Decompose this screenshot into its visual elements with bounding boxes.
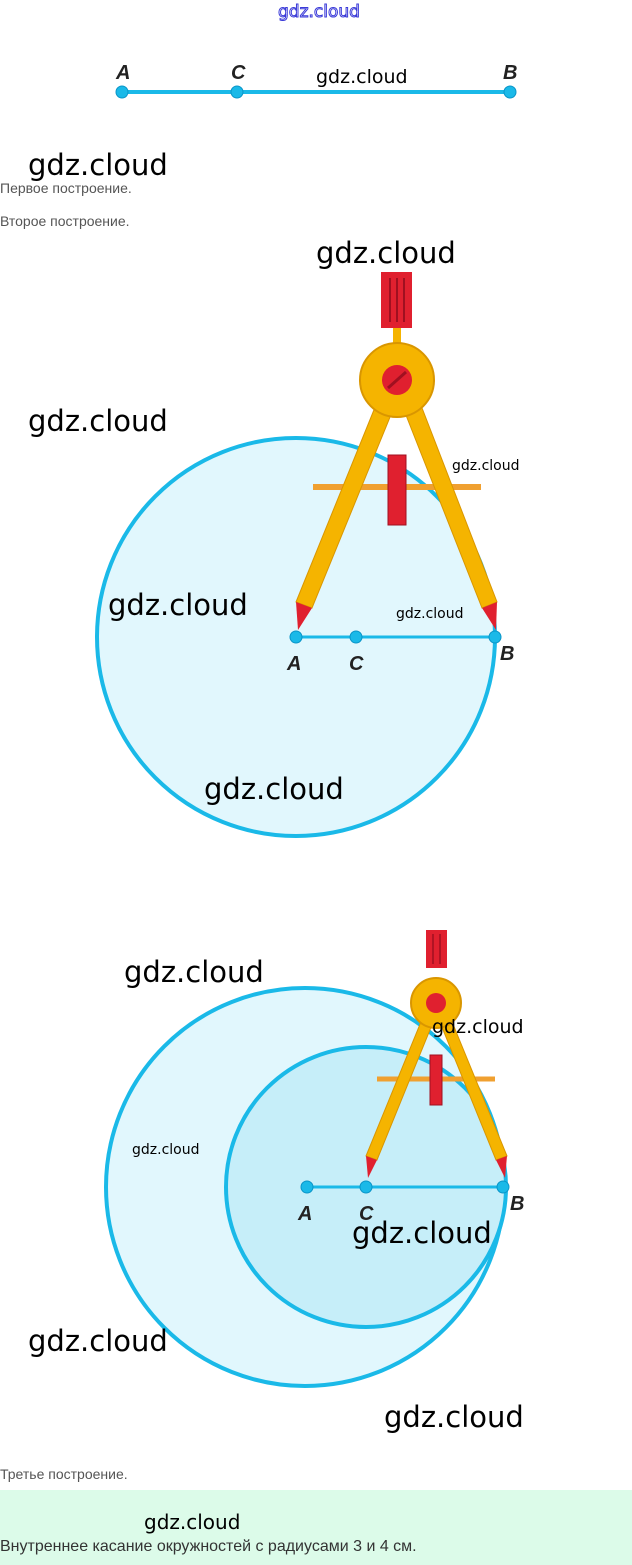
watermark-top: gdz.cloud — [278, 2, 361, 23]
answer-note: gdz.cloud Внутреннее касание окружностей… — [0, 1490, 632, 1565]
point-b — [488, 630, 502, 644]
watermark: gdz.cloud — [28, 148, 168, 182]
compass-icon — [365, 930, 508, 1178]
compass-icon — [295, 272, 498, 630]
watermark: gdz.cloud — [316, 66, 408, 88]
watermark: gdz.cloud — [28, 404, 168, 438]
point-b — [503, 85, 517, 99]
point-a — [115, 85, 129, 99]
watermark: gdz.cloud — [384, 1400, 524, 1434]
point-a — [300, 1180, 314, 1194]
point-a — [289, 630, 303, 644]
watermark: gdz.cloud — [396, 606, 464, 622]
label-c: C — [231, 62, 246, 84]
point-b — [496, 1180, 510, 1194]
caption-second: Второе построение. — [0, 213, 130, 229]
watermark: gdz.cloud — [132, 1142, 200, 1158]
note-text: Внутреннее касание окружностей с радиуса… — [0, 1538, 417, 1555]
figure-segment: A C B — [115, 62, 517, 99]
watermark: gdz.cloud — [144, 1510, 241, 1534]
watermark: gdz.cloud — [452, 458, 520, 474]
label-a: A — [286, 653, 301, 675]
point-c — [230, 85, 244, 99]
watermark: gdz.cloud — [432, 1016, 524, 1038]
label-b: B — [503, 62, 517, 84]
label-b: B — [500, 643, 514, 665]
point-c — [349, 630, 363, 644]
figure-second-construction: A C B — [95, 272, 514, 838]
watermark: gdz.cloud — [124, 955, 264, 989]
label-a: A — [297, 1203, 312, 1225]
watermark: gdz.cloud — [108, 588, 248, 622]
label-c: C — [349, 653, 364, 675]
label-a: A — [115, 62, 130, 84]
watermark: gdz.cloud — [28, 1324, 168, 1358]
caption-first: Первое построение. — [0, 180, 132, 196]
figure-third-construction: A C B — [104, 930, 524, 1388]
label-b: B — [510, 1193, 524, 1215]
watermark: gdz.cloud — [204, 772, 344, 806]
label-c: C — [359, 1203, 374, 1225]
watermark: gdz.cloud — [352, 1216, 492, 1250]
watermark: gdz.cloud — [316, 236, 456, 270]
point-c — [359, 1180, 373, 1194]
caption-third: Третье построение. — [0, 1466, 128, 1482]
